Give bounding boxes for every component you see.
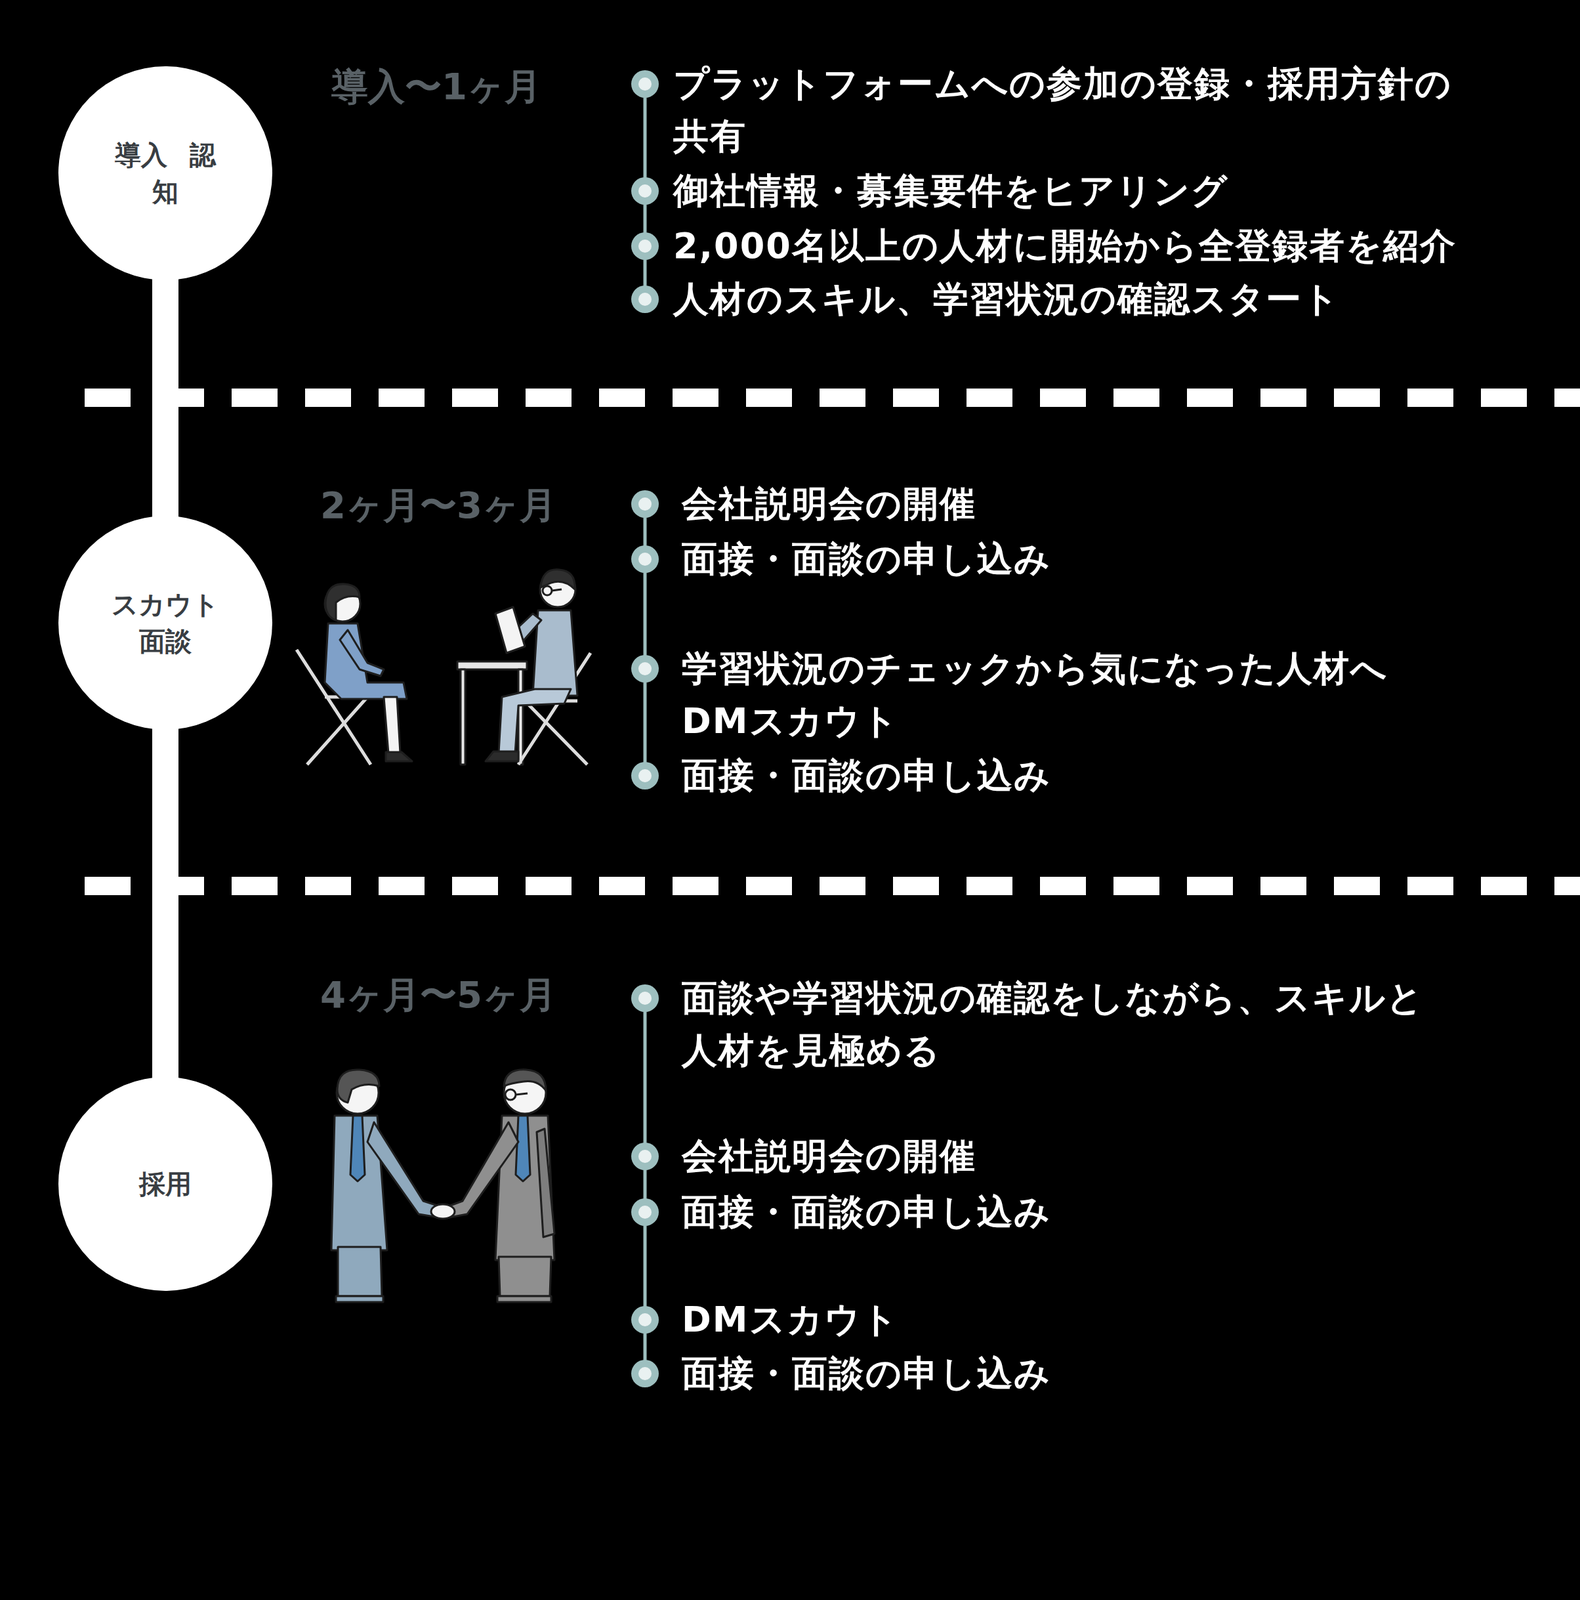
section-divider	[84, 397, 1580, 886]
interview-illustration	[296, 569, 591, 765]
bullet-ring	[631, 285, 659, 313]
bullet-dot	[631, 490, 659, 518]
bullet-ring	[631, 232, 659, 260]
bullet-ring	[631, 984, 659, 1012]
bullet-ring	[631, 545, 659, 573]
bullet-center	[638, 769, 652, 783]
step-text: 学習状況のチェックから気になった人材へDMスカウト	[681, 642, 1394, 748]
bullet-center	[638, 239, 652, 253]
bullet-center	[638, 991, 652, 1005]
timeline-connector	[152, 278, 179, 518]
bullet-center	[638, 77, 652, 91]
bullet-ring	[631, 490, 659, 518]
bullet-center	[638, 1312, 652, 1327]
bullet-center	[638, 497, 652, 511]
bullet-center	[638, 1366, 652, 1380]
dashed-line	[84, 388, 1580, 407]
period-label: 4ヶ月〜5ヶ月	[320, 968, 557, 1021]
bullet-dot	[631, 1305, 659, 1334]
phase-circle: 採用	[58, 1076, 273, 1291]
bullet-dot	[631, 1198, 659, 1226]
bullet-dot	[631, 232, 659, 260]
phase-circle: スカウト 面談	[58, 515, 273, 730]
bullet-center	[638, 1205, 652, 1219]
timeline-connector	[152, 728, 179, 1079]
dashed-line	[84, 876, 1580, 895]
timeline-rail	[643, 503, 647, 776]
bullet-layer	[631, 70, 659, 1388]
step-text: 会社説明会の開催	[681, 1129, 1535, 1183]
step-text: 御社情報・募集要件をヒアリング	[673, 164, 1580, 218]
bullet-ring	[631, 761, 659, 790]
bullet-ring	[631, 1142, 659, 1170]
bullet-dot	[631, 984, 659, 1012]
phase-name: 導入 認知	[111, 136, 220, 210]
bullet-center	[638, 552, 652, 566]
bullet-dot	[631, 177, 659, 205]
bullet-ring	[631, 1359, 659, 1388]
bullet-ring	[631, 70, 659, 98]
bullet-center	[638, 184, 652, 198]
phase-name: スカウト 面談	[111, 585, 220, 660]
bullet-center	[638, 292, 652, 306]
phase-circle: 導入 認知	[58, 66, 273, 281]
bullet-dot	[631, 545, 659, 573]
step-text: 面接・面談の申し込み	[681, 532, 1535, 586]
bullet-center	[638, 662, 652, 676]
bullet-ring	[631, 1198, 659, 1226]
handshake-illustration	[331, 1069, 555, 1302]
bullet-dot	[631, 761, 659, 790]
bullet-dot	[631, 285, 659, 313]
period-label: 2ヶ月〜3ヶ月	[320, 478, 557, 532]
step-text: DMスカウト	[681, 1293, 1535, 1346]
step-text: 会社説明会の開催	[681, 477, 1535, 531]
bullet-dot	[631, 70, 659, 98]
step-text: 面談や学習状況の確認をしながら、スキルと人材を見極める	[681, 971, 1430, 1077]
bullet-center	[638, 1149, 652, 1163]
bullet-dot	[631, 1359, 659, 1388]
step-text: 人材のスキル、学習状況の確認スタート	[673, 272, 1560, 326]
phase-name: 採用	[111, 1165, 220, 1203]
step-text: 面接・面談の申し込み	[681, 1347, 1535, 1400]
step-text: 2,000名以上の人材に開始から全登録者を紹介	[673, 219, 1560, 273]
bullet-dot	[631, 654, 659, 683]
step-text: 面接・面談の申し込み	[681, 1185, 1535, 1239]
period-label: 導入〜1ヶ月	[331, 60, 542, 113]
bullet-ring	[631, 1305, 659, 1334]
bullet-ring	[631, 177, 659, 205]
step-text: プラットフォームへの参加の登録・採用方針の共有	[673, 57, 1455, 163]
step-text: 面接・面談の申し込み	[681, 749, 1535, 802]
bullet-dot	[631, 1142, 659, 1170]
bullet-ring	[631, 654, 659, 683]
